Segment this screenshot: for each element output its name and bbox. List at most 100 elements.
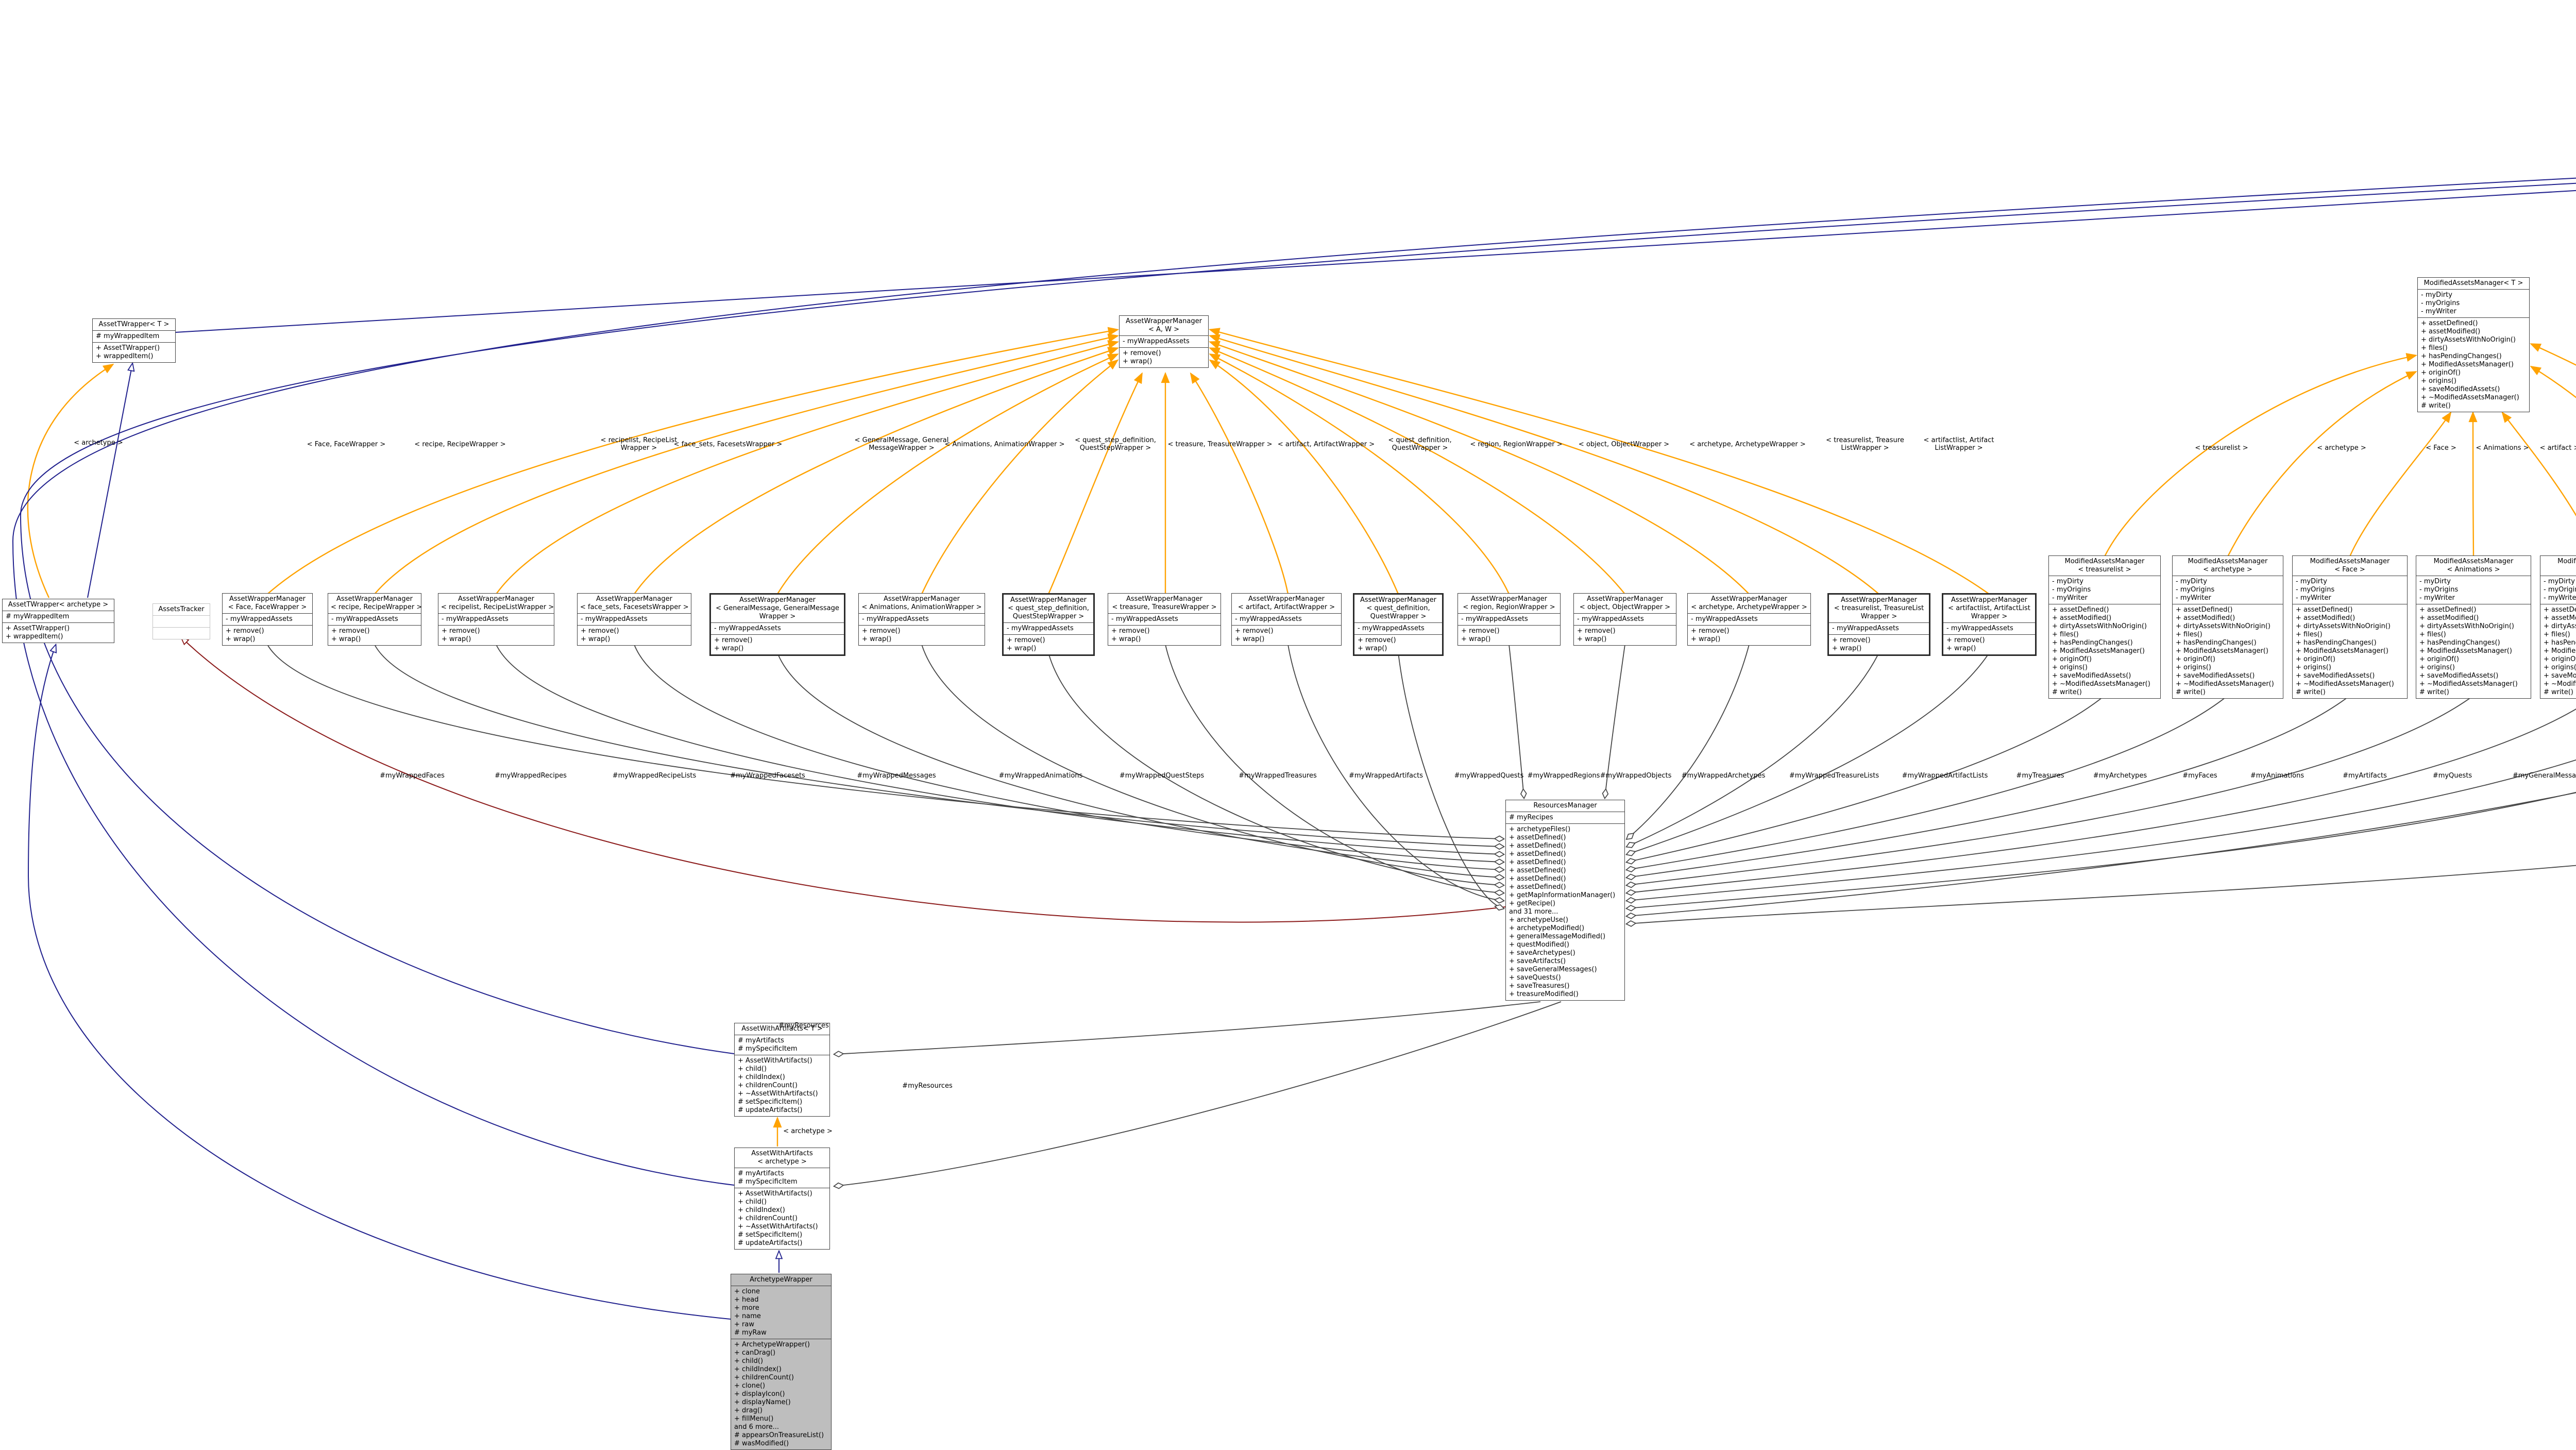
class-box-AWM_quest_definition[interactable]: AssetWrapperManager< quest_definition,Qu… (1353, 593, 1444, 656)
class-method: # write() (2544, 688, 2573, 696)
class-method: + hasPendingChanges() (2296, 639, 2377, 647)
class-method: + clone() (734, 1382, 766, 1390)
class-attrs-compartment: - myDirty- myOrigins- myWriter (2173, 576, 2283, 604)
class-box-AssetsTracker[interactable]: AssetsTracker (152, 603, 210, 639)
class-attr: - myOrigins (2176, 586, 2215, 594)
class-box-AWM_GeneralMessage[interactable]: AssetWrapperManager< GeneralMessage, Gen… (709, 593, 845, 656)
diagram-edge (921, 644, 1503, 878)
diagram-edge (1287, 644, 1503, 901)
class-method: + saveTreasures() (1509, 982, 1570, 990)
edge-label: #myWrappedObjects (1600, 772, 1672, 780)
diagram-edge (1627, 652, 1879, 847)
edge-label-line: #myResources (902, 1082, 953, 1090)
class-title-line: AssetWrapperManager (884, 595, 960, 603)
class-box-MAM_archetype[interactable]: ModifiedAssetsManager< archetype >- myDi… (2172, 555, 2283, 699)
class-method: # write() (2176, 688, 2206, 696)
class-method: + archetypeUse() (1509, 916, 1568, 924)
edge-label-line: < Animations > (2476, 444, 2529, 452)
edge-label-line: #myWrappedMessages (857, 772, 936, 780)
class-attrs-compartment: - myWrappedAssets (1108, 613, 1221, 625)
class-method: and 6 more... (734, 1423, 779, 1431)
class-box-AWM_region[interactable]: AssetWrapperManager< region, RegionWrapp… (1458, 593, 1561, 646)
class-method: + questModified() (1509, 941, 1569, 949)
edge-label-line: < archetype, ArchetypeWrapper > (1689, 441, 1806, 448)
class-attr: - myWrappedAssets (1577, 615, 1644, 623)
class-attr: - myWrappedAssets (1007, 625, 1074, 632)
class-method: + archetypeFiles() (1509, 825, 1571, 833)
class-box-ArchetypeWrapper[interactable]: ArchetypeWrapper+ clone+ head+ more+ nam… (731, 1274, 832, 1450)
edge-label-line: #myResources (778, 1022, 829, 1030)
class-box-AssetWrapperManagerAW[interactable]: AssetWrapperManager< A, W >- myWrappedAs… (1119, 315, 1209, 368)
class-method: + childrenCount() (738, 1215, 798, 1222)
class-title: AssetWithArtifacts< archetype > (735, 1148, 829, 1168)
class-box-MAM_artifact[interactable]: ModifiedAssetsManager< artifact >- myDir… (2540, 555, 2576, 699)
edge-label-line: #myArtifacts (2343, 772, 2387, 780)
class-attrs-compartment: - myWrappedAssets (223, 613, 312, 625)
diagram-edge (1627, 759, 2576, 901)
class-methods-compartment: + remove()+ wrap() (1232, 625, 1341, 645)
edge-label: #myWrappedRecipeLists (613, 772, 697, 780)
class-title-line: ModifiedAssetsManager (2188, 558, 2268, 565)
class-title: ModifiedAssetsManager< archetype > (2173, 556, 2283, 576)
class-method: # write() (2421, 402, 2451, 410)
class-method: + dirtyAssetsWithNoOrigin() (2544, 622, 2576, 630)
edge-label-line: #myWrappedTreasures (1239, 772, 1317, 780)
class-attrs-compartment: - myDirty- myOrigins- myWriter (2418, 289, 2529, 317)
class-box-ResourcesManager[interactable]: ResourcesManager# myRecipes+ archetypeFi… (1505, 800, 1625, 1001)
class-box-AWM_face_sets[interactable]: AssetWrapperManager< face_sets, Facesets… (577, 593, 691, 646)
class-box-AWM_Face[interactable]: AssetWrapperManager< Face, FaceWrapper >… (222, 593, 313, 646)
class-box-AssetTWrapperT[interactable]: AssetTWrapper< T ># myWrappedItem+ Asset… (92, 318, 176, 363)
class-method: + assetModified() (2421, 328, 2481, 335)
class-method: + assetDefined() (1509, 875, 1566, 883)
class-box-AWM_artifactlist[interactable]: AssetWrapperManager< artifactlist, Artif… (1942, 593, 2037, 656)
class-methods-compartment: + remove()+ wrap() (1829, 634, 1929, 654)
class-title: AssetWrapperManager< GeneralMessage, Gen… (711, 595, 844, 622)
class-box-AWM_recipe[interactable]: AssetWrapperManager< recipe, RecipeWrapp… (328, 593, 422, 646)
class-title: AssetWrapperManager< object, ObjectWrapp… (1574, 594, 1676, 613)
class-box-AWM_quest_step[interactable]: AssetWrapperManager< quest_step_definiti… (1002, 593, 1095, 656)
class-method: + ~AssetWithArtifacts() (738, 1090, 818, 1098)
class-method: # wasModified() (734, 1440, 789, 1447)
class-box-MAM_Face[interactable]: ModifiedAssetsManager< Face >- myDirty- … (2292, 555, 2408, 699)
class-box-AssetTWrapperArchetype[interactable]: AssetTWrapper< archetype ># myWrappedIte… (2, 599, 114, 643)
class-method: + dirtyAssetsWithNoOrigin() (2421, 336, 2516, 344)
class-box-MAM_Animations[interactable]: ModifiedAssetsManager< Animations >- myD… (2416, 555, 2531, 699)
diagram-edge (374, 644, 1503, 847)
class-box-AWM_treasure[interactable]: AssetWrapperManager< treasure, TreasureW… (1108, 593, 1221, 646)
edge-label-line: QuestWrapper > (1392, 444, 1448, 452)
class-method: + childIndex() (738, 1206, 785, 1214)
class-title-line: AssetWrapperManager (1587, 595, 1663, 603)
class-method: + assetDefined() (2419, 606, 2477, 614)
edge-label-line: < archetype > (74, 439, 123, 447)
class-box-AssetWithArtifactsT[interactable]: AssetWithArtifacts< T ># myArtifacts# my… (734, 1023, 830, 1117)
class-box-AWM_artifact[interactable]: AssetWrapperManager< artifact, ArtifactW… (1231, 593, 1342, 646)
class-method: + saveModifiedAssets() (2544, 672, 2576, 680)
class-method: + ModifiedAssetsManager() (2544, 647, 2576, 655)
class-box-MAM_treasurelist[interactable]: ModifiedAssetsManager< treasurelist >- m… (2048, 555, 2161, 699)
class-box-AssetWithArtifactsArchetype[interactable]: AssetWithArtifacts< archetype ># myArtif… (734, 1148, 830, 1250)
edge-label-line: < face_sets, FacesetsWrapper > (673, 441, 783, 448)
class-attr: - myWrappedAssets (1691, 615, 1758, 623)
diagram-edge (1627, 695, 2228, 870)
class-attr: - myDirty (2052, 578, 2083, 585)
diagram-edge (1627, 695, 2474, 885)
class-box-AWM_recipelist[interactable]: AssetWrapperManager< recipelist, RecipeL… (438, 593, 554, 646)
edge-label: < artifact, ArtifactWrapper > (1278, 441, 1375, 448)
class-method: + files() (2419, 631, 2446, 638)
class-title: ModifiedAssetsManager< artifact > (2540, 556, 2576, 576)
class-box-AWM_Animations[interactable]: AssetWrapperManager< Animations, Animati… (858, 593, 985, 646)
class-title-line: AssetTWrapper< T > (98, 321, 170, 328)
class-box-AWM_archetype[interactable]: AssetWrapperManager< archetype, Archetyp… (1687, 593, 1811, 646)
class-box-ModifiedAssetsManagerT[interactable]: ModifiedAssetsManager< T >- myDirty- myO… (2417, 277, 2530, 412)
class-method: + dirtyAssetsWithNoOrigin() (2419, 622, 2514, 630)
class-box-AWM_object[interactable]: AssetWrapperManager< object, ObjectWrapp… (1573, 593, 1676, 646)
class-method: + saveArtifacts() (1509, 957, 1566, 965)
class-box-AWM_treasurelist[interactable]: AssetWrapperManager< treasurelist, Treas… (1827, 593, 1930, 656)
class-method: + origins() (2176, 664, 2211, 671)
class-attr: - myDirty (2296, 578, 2327, 585)
class-title-line: < GeneralMessage, GeneralMessage (716, 604, 839, 612)
class-attr: # mySpecificItem (738, 1045, 798, 1053)
class-method: + hasPendingChanges() (2544, 639, 2576, 647)
